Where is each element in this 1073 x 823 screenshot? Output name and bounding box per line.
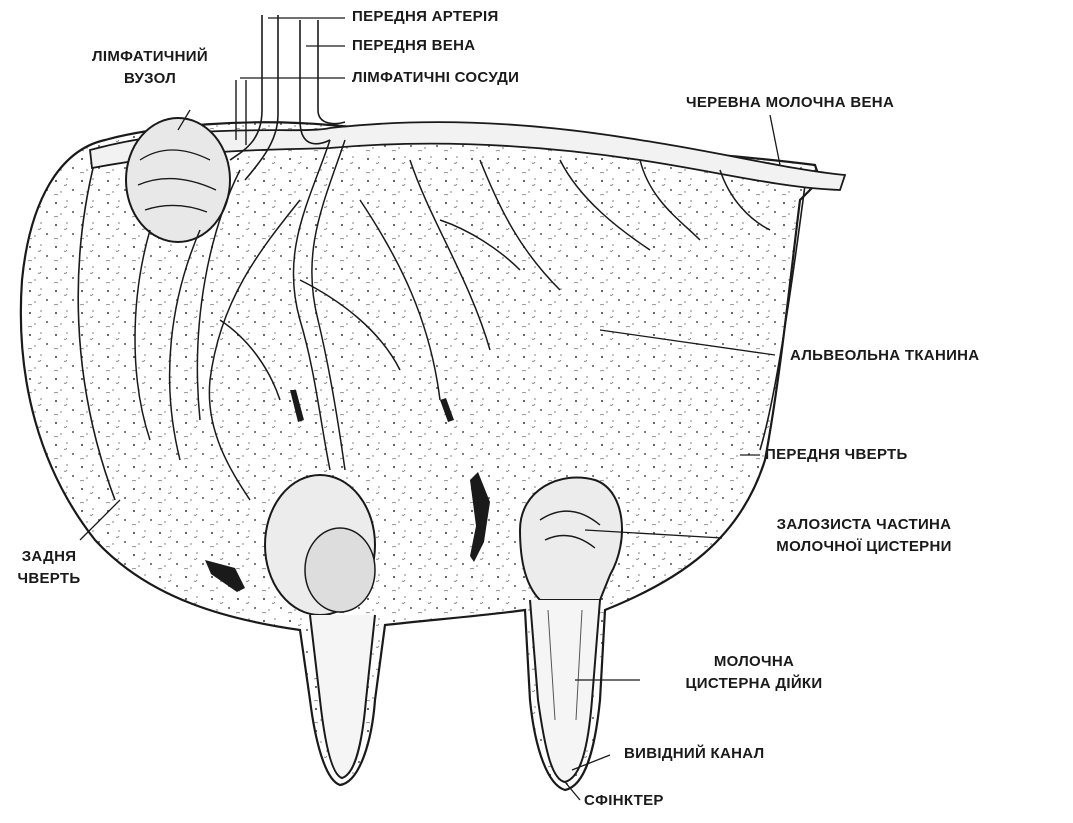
label-rear-quarter-line1: ЗАДНЯ [4, 546, 94, 568]
label-teat-cistern: МОЛОЧНА ЦИСТЕРНА ДІЙКИ [644, 651, 864, 695]
label-front-quarter: ПЕРЕДНЯ ЧВЕРТЬ [765, 444, 908, 466]
label-gland-cistern-line1: ЗАЛОЗИСТА ЧАСТИНА [724, 514, 1004, 536]
label-gland-cistern: ЗАЛОЗИСТА ЧАСТИНА МОЛОЧНОЇ ЦИСТЕРНИ [724, 514, 1004, 558]
label-gland-cistern-line2: МОЛОЧНОЇ ЦИСТЕРНИ [724, 536, 1004, 558]
label-lymph-node-line1: ЛІМФАТИЧНИЙ [60, 46, 240, 68]
label-rear-quarter: ЗАДНЯ ЧВЕРТЬ [4, 546, 94, 590]
label-outlet-canal: ВИВІДНИЙ КАНАЛ [624, 743, 764, 765]
label-teat-cistern-line1: МОЛОЧНА [644, 651, 864, 673]
label-teat-cistern-line2: ЦИСТЕРНА ДІЙКИ [644, 673, 864, 695]
label-abdominal-vein: ЧЕРЕВНА МОЛОЧНА ВЕНА [686, 92, 894, 114]
label-front-vein: ПЕРЕДНЯ ВЕНА [352, 35, 475, 57]
label-front-artery: ПЕРЕДНЯ АРТЕРІЯ [352, 6, 499, 28]
label-lymph-vessels: ЛІМФАТИЧНІ СОСУДИ [352, 67, 519, 89]
label-lymph-node-line2: ВУЗОЛ [60, 68, 240, 90]
label-lymph-node: ЛІМФАТИЧНИЙ ВУЗОЛ [60, 46, 240, 90]
label-alveolar-tissue: АЛЬВЕОЛЬНА ТКАНИНА [790, 345, 979, 367]
label-sphincter: СФІНКТЕР [584, 790, 664, 812]
front-gland-cistern [520, 477, 622, 600]
lymph-node [126, 118, 230, 242]
label-rear-quarter-line2: ЧВЕРТЬ [4, 568, 94, 590]
